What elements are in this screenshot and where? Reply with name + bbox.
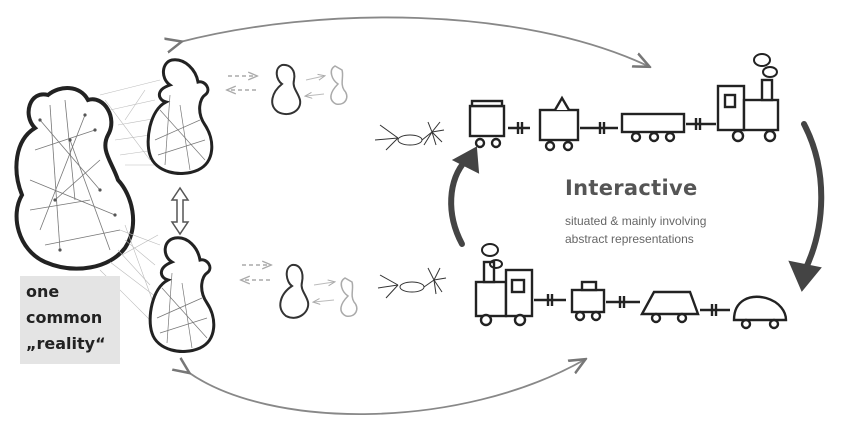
double-arrow-icon bbox=[170, 186, 190, 236]
feedback-arrows-icon bbox=[180, 16, 648, 416]
train-lower-icon bbox=[474, 260, 788, 330]
network-upper-icon bbox=[374, 121, 445, 151]
small-blob-upper-icon bbox=[228, 63, 348, 116]
reality-label-line-1: one bbox=[26, 282, 60, 301]
reality-label-line-2: common bbox=[26, 308, 103, 327]
smoke-upper-icon bbox=[753, 53, 778, 78]
reality-label-line-3: „reality“ bbox=[26, 334, 106, 353]
connection-lines bbox=[99, 79, 166, 336]
reality-blob-icon bbox=[14, 86, 135, 271]
cycle-arrows-icon bbox=[448, 121, 825, 292]
interactive-subtitle-2: abstract representations bbox=[565, 232, 694, 246]
small-blob-lower-icon bbox=[242, 265, 358, 319]
interactive-subtitle-1: situated & mainly involving bbox=[565, 214, 707, 228]
upper-perception-blob-icon bbox=[146, 58, 214, 175]
interactive-title: Interactive bbox=[565, 176, 698, 200]
lower-perception-blob-icon bbox=[148, 236, 216, 353]
train-upper-icon bbox=[468, 78, 780, 152]
network-lower-icon bbox=[377, 267, 447, 299]
smoke-lower-icon bbox=[481, 243, 503, 269]
reality-label-box bbox=[20, 276, 120, 364]
